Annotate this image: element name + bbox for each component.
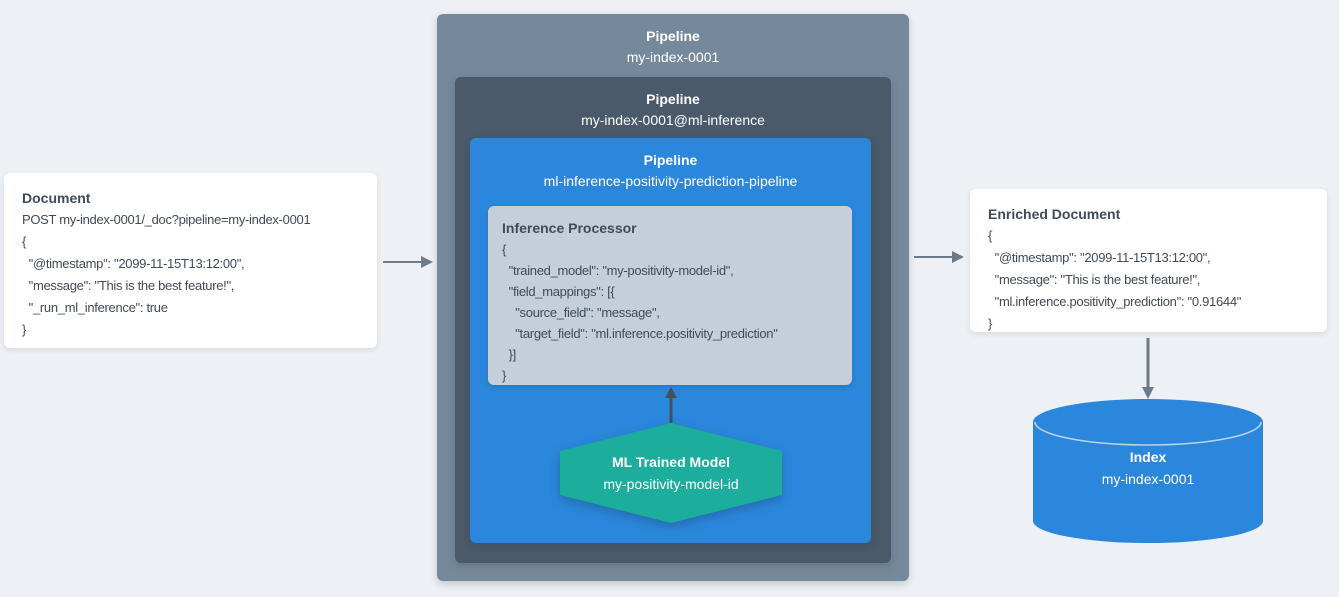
enriched-document-code-line: "ml.inference.positivity_prediction": "0… [988,294,1242,309]
document-code-line: POST my-index-0001/_doc?pipeline=my-inde… [22,212,311,227]
document-code-line: } [22,322,27,337]
document-card-title: Document [22,190,91,206]
enriched-document-code-line: "@timestamp": "2099-11-15T13:12:00", [988,250,1211,265]
document-code-line: "_run_ml_inference": true [22,300,168,315]
ml-trained-model-shape: ML Trained Model my-positivity-model-id [560,423,782,523]
pipeline-prediction-name: ml-inference-positivity-prediction-pipel… [543,173,798,189]
ml-trained-model-hexagon: ML Trained Model my-positivity-model-id [560,423,782,523]
enriched-document-code-line: { [988,228,993,243]
pipeline-ml-inference-label: Pipeline [646,91,700,107]
index-label-group: Index my-index-0001 [1033,446,1263,490]
enriched-document-code-line: } [988,316,993,331]
pipeline-outer-label: Pipeline [646,28,700,44]
arrow-right-icon [383,256,433,268]
ml-trained-model-title: ML Trained Model [612,454,730,470]
ml-trained-model-name: my-positivity-model-id [603,476,739,492]
document-code-line: { [22,234,27,249]
inference-processor-code-line: { [502,242,507,257]
inference-processor-code-line: "target_field": "ml.inference.positivity… [502,326,778,341]
index-title: Index [1129,449,1167,465]
enriched-document-code-line: "message": "This is the best feature!", [988,272,1201,287]
inference-processor-code-line: "field_mappings": [{ [502,284,615,299]
inference-processor-title: Inference Processor [502,220,637,236]
enriched-document-title: Enriched Document [988,206,1121,222]
pipeline-ml-inference-name: my-index-0001@ml-inference [581,112,765,128]
document-code-line: "message": "This is the best feature!", [22,278,235,293]
index-name: my-index-0001 [1101,471,1195,487]
database-cylinder-icon [1033,399,1263,543]
arrow-up-icon [665,387,677,423]
enriched-document-card: Enriched Document { "@timestamp": "2099-… [970,189,1327,332]
inference-processor-code-line: "source_field": "message", [502,305,660,320]
inference-processor-code-line: }] [502,347,517,362]
pipeline-outer-name: my-index-0001 [626,49,720,65]
inference-processor-code-line: } [502,368,507,383]
document-code-line: "@timestamp": "2099-11-15T13:12:00", [22,256,245,271]
document-card: Document POST my-index-0001/_doc?pipelin… [4,173,377,348]
inference-processor-card: Inference Processor { "trained_model": "… [488,206,852,385]
inference-processor-code-line: "trained_model": "my-positivity-model-id… [502,263,734,278]
arrow-right-icon [914,251,964,263]
arrow-down-icon [1142,338,1154,399]
pipeline-prediction-label: Pipeline [643,152,698,168]
